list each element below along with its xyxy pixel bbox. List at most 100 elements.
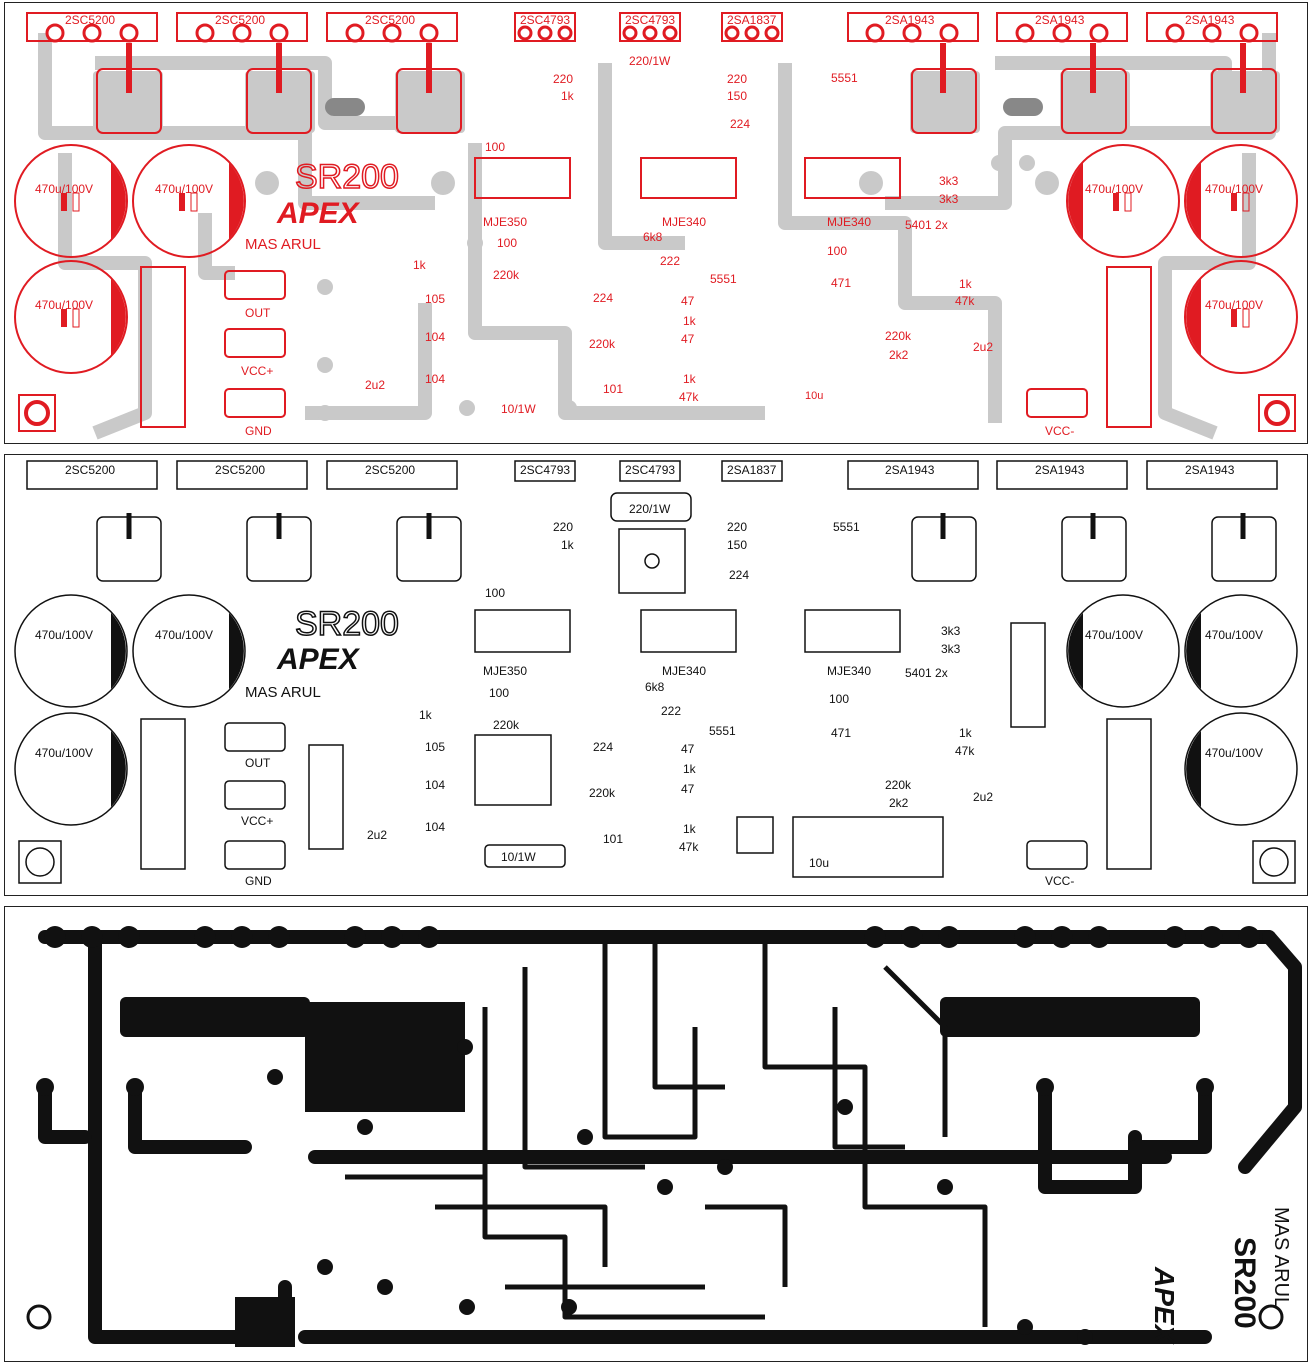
silk-vcc-plus: VCC+: [241, 814, 273, 828]
silk-logo-sr200: SR200: [295, 605, 399, 643]
svg-text:220: 220: [727, 72, 747, 86]
svg-text:100: 100: [827, 244, 847, 258]
silk-3k3-a: 3k3: [941, 624, 961, 638]
silk-224-b: 224: [729, 568, 749, 582]
silk-emitter-bars: [126, 513, 1246, 539]
silk-2u2-a: 2u2: [367, 828, 387, 842]
main-capacitor-polarity: [111, 163, 1201, 355]
copper-mount-holes: [26, 1304, 1284, 1330]
silk-mje350: MJE350: [483, 664, 527, 678]
svg-text:224: 224: [593, 291, 613, 305]
silk-2u2-b: 2u2: [973, 790, 993, 804]
silk-cap-2: 470u/100V: [155, 628, 213, 642]
pcb-bottom-copper: SR200 MAS ARUL APEX: [26, 926, 1302, 1347]
silk-1k-b: 1k: [959, 726, 973, 740]
svg-text:47k: 47k: [679, 390, 699, 404]
silk-cap-5: 470u/100V: [1205, 628, 1263, 642]
silk-220k-b: 220k: [885, 778, 912, 792]
svg-text:1k: 1k: [959, 277, 973, 291]
driver-heatsinks: [474, 157, 901, 199]
svg-text:2k2: 2k2: [889, 348, 909, 362]
main-capacitors: [14, 144, 1298, 374]
label-mje340-a: MJE340: [662, 215, 706, 229]
label-2sa1943-a: 2SA1943: [885, 13, 935, 27]
silk-47-b: 47: [681, 782, 695, 796]
label-5401-2x: 5401 2x: [905, 218, 948, 232]
silk-5551-b: 5551: [709, 724, 736, 738]
silk-222: 222: [661, 704, 681, 718]
silk-top-transistors: [26, 460, 1278, 490]
silk-3k3-b: 3k3: [941, 642, 961, 656]
svg-text:105: 105: [425, 292, 445, 306]
silk-47k-b: 47k: [679, 840, 699, 854]
mount-holes: [24, 400, 1290, 426]
label-2sc5200-c: 2SC5200: [365, 13, 415, 27]
silk-220-a: 220: [553, 520, 573, 534]
label-vcc-plus: VCC+: [241, 364, 273, 378]
panel-bottom-copper: SR200 MAS ARUL APEX: [4, 906, 1308, 1362]
logo-apex: APEX: [276, 197, 361, 230]
svg-text:220: 220: [553, 72, 573, 86]
label-2sc4793-b: 2SC4793: [625, 13, 675, 27]
pcb-silkscreen: 2SC5200 2SC5200 2SC5200 2SC4793 2SC4793 …: [14, 460, 1298, 888]
silk-2sa1837: 2SA1837: [727, 463, 777, 477]
silk-logo-apex: APEX: [276, 643, 361, 676]
svg-text:1k: 1k: [561, 89, 575, 103]
label-10u: 10u: [805, 390, 823, 402]
svg-text:1k: 1k: [683, 314, 697, 328]
gray-pads: [93, 71, 1280, 133]
silk-main-caps: [14, 594, 1298, 826]
fuse-holders: [140, 266, 1152, 428]
label-gnd: GND: [245, 424, 272, 438]
main-capacitor-symbols: [61, 192, 1250, 328]
top-transistor-pins: [45, 23, 1259, 43]
silk-gnd: GND: [245, 874, 272, 888]
silk-cap-polarity: [111, 613, 1201, 807]
label-cap-5: 470u/100V: [1205, 182, 1263, 196]
svg-text:100: 100: [497, 236, 517, 250]
label-cap-4: 470u/100V: [1085, 182, 1143, 196]
silk-cap-6: 470u/100V: [1205, 746, 1263, 760]
label-2sc5200-a: 2SC5200: [65, 13, 115, 27]
silk-5401-2x: 5401 2x: [905, 666, 948, 680]
svg-text:6k8: 6k8: [643, 230, 663, 244]
silk-47k: 47k: [955, 744, 975, 758]
silk-471: 471: [831, 726, 851, 740]
svg-text:5551: 5551: [710, 272, 737, 286]
silk-cap-4: 470u/100V: [1085, 628, 1143, 642]
svg-text:47k: 47k: [955, 294, 975, 308]
silk-224-a: 224: [593, 740, 613, 754]
svg-text:104: 104: [425, 330, 445, 344]
silk-220-b: 220: [727, 520, 747, 534]
svg-text:220k: 220k: [589, 337, 616, 351]
label-mje340-b: MJE340: [827, 215, 871, 229]
logo-sr200: SR200: [295, 158, 399, 196]
silk-cap-3: 470u/100V: [35, 746, 93, 760]
svg-text:150: 150: [727, 89, 747, 103]
silk-2sc5200-c: 2SC5200: [365, 463, 415, 477]
label-2sc4793-a: 2SC4793: [520, 13, 570, 27]
silk-1k-c: 1k: [683, 762, 697, 776]
silk-150: 150: [727, 538, 747, 552]
label-cap-2: 470u/100V: [155, 182, 213, 196]
silk-100-a: 100: [489, 686, 509, 700]
svg-text:220k: 220k: [885, 329, 912, 343]
silk-1k-d: 1k: [683, 822, 697, 836]
copper-logo-apex: APEX: [1149, 1266, 1180, 1346]
svg-text:3k3: 3k3: [939, 192, 959, 206]
silk-mje340-a: MJE340: [662, 664, 706, 678]
label-out: OUT: [245, 306, 271, 320]
silk-2sc4793-a: 2SC4793: [520, 463, 570, 477]
silk-47-a: 47: [681, 742, 695, 756]
silk-2sa1943-c: 2SA1943: [1185, 463, 1235, 477]
label-cap-3: 470u/100V: [35, 298, 93, 312]
svg-text:222: 222: [660, 254, 680, 268]
label-2sa1837: 2SA1837: [727, 13, 777, 27]
silk-105: 105: [425, 740, 445, 754]
svg-text:1k: 1k: [413, 258, 427, 272]
silk-fuses-connectors: [18, 492, 1296, 884]
svg-text:1k: 1k: [683, 372, 697, 386]
emitter-resistor-bars: [126, 43, 1246, 93]
silk-mje340-b: MJE340: [827, 664, 871, 678]
label-5551: 5551: [831, 71, 858, 85]
